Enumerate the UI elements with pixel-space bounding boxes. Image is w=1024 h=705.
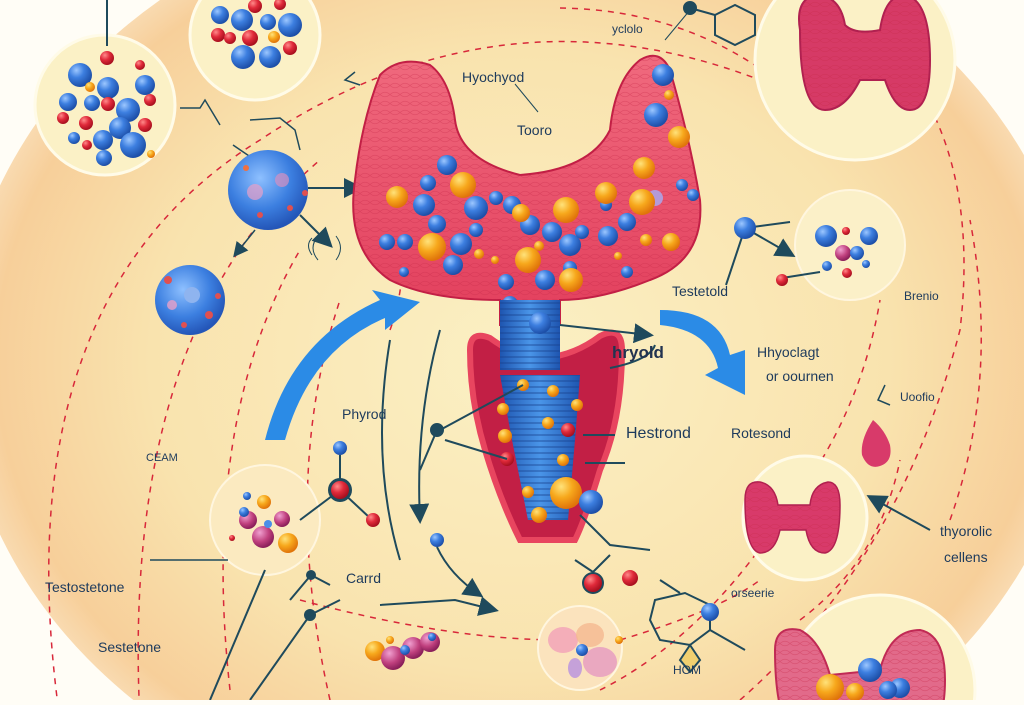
label-thyorolic: thyorolic [940, 523, 993, 539]
label-cellens: cellens [944, 549, 988, 565]
thyroid-inset-right [744, 384, 931, 554]
label-leader-line [514, 83, 539, 113]
label-carrd: Carrd [346, 570, 382, 586]
thyroid-gland-main [352, 54, 702, 330]
molecule-cluster-top-left [57, 0, 156, 166]
cell-cluster-left [150, 492, 298, 561]
blue-arrow-left [265, 290, 420, 440]
thyroid-inset-bottom-right [773, 628, 947, 705]
label-sestetone: Sestetone [98, 639, 162, 655]
label-testostetone: Testostetone [45, 579, 125, 595]
label-hhyoclagt: Hhyoclagt [757, 344, 820, 360]
blue-cell-lower [155, 265, 225, 335]
label-hom: HOM [673, 663, 701, 677]
cell-cluster-bottom-center [548, 554, 638, 678]
trachea-cross-section [466, 300, 626, 543]
blue-arrow-right [660, 310, 745, 395]
connector-lines-center [379, 323, 656, 616]
label-phyrod: Phyrod [342, 406, 387, 422]
blue-cell-upper [228, 150, 364, 261]
label-hyochyod: Hyochyod [462, 69, 525, 85]
label-yclolo: yclolo [612, 22, 643, 36]
label-brenio: Brenio [904, 289, 939, 303]
hexagon-molecule-top [664, 1, 756, 47]
label-uoofio: Uoofio [900, 390, 935, 404]
label-orseerie: orseerie [731, 586, 775, 600]
molecule-ball-stick-left [209, 441, 484, 701]
label-or-oournen: or oournen [766, 368, 834, 384]
label-testetold: Testetold [672, 283, 729, 299]
label-tooro: Tooro [517, 122, 553, 138]
hexagon-molecule-bottom [648, 579, 746, 674]
label-rotesond: Rotesond [731, 425, 791, 441]
molecule-right [725, 217, 878, 286]
molecule-cluster-top [211, 0, 302, 69]
label-ceam: CEAM [146, 452, 178, 464]
label-hestrond: Hestrond [626, 425, 691, 442]
cell-cluster-bottom [365, 632, 440, 670]
label-hryold: hryold [612, 343, 664, 362]
thyroid-inset-top-right [798, 0, 932, 112]
